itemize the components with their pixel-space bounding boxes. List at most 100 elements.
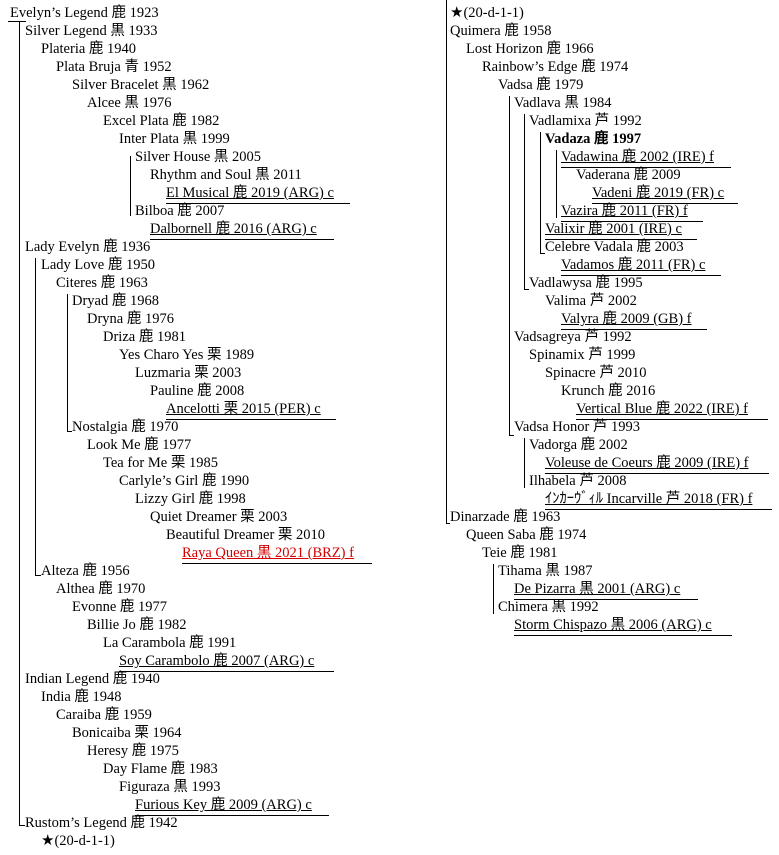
connector-line bbox=[540, 132, 541, 254]
pedigree-row: Dryad 鹿 1968 bbox=[72, 293, 159, 309]
pedigree-row: La Carambola 鹿 1991 bbox=[103, 635, 237, 651]
connector-line bbox=[493, 564, 494, 614]
star-icon: ★ bbox=[41, 833, 55, 849]
pedigree-row: Plata Bruja 青 1952 bbox=[56, 59, 172, 75]
connector-line bbox=[446, 523, 450, 524]
pedigree-row: Vadlamixa 芦 1992 bbox=[529, 113, 642, 129]
pedigree-row: Silver House 黒 2005 bbox=[135, 149, 262, 165]
pedigree-row: Figuraza 黒 1993 bbox=[119, 779, 221, 795]
pedigree-row: Pauline 鹿 2008 bbox=[150, 383, 245, 399]
pedigree-row: Bilboa 鹿 2007 bbox=[135, 203, 225, 219]
connector-line bbox=[8, 21, 26, 22]
pedigree-row: Rainbow’s Edge 鹿 1974 bbox=[482, 59, 629, 75]
connector-line bbox=[446, 0, 447, 524]
pedigree-row: Heresy 鹿 1975 bbox=[87, 743, 179, 759]
pedigree-row: Valixir 鹿 2001 (IRE) c bbox=[545, 221, 682, 237]
connector-line bbox=[556, 150, 557, 218]
connector-line bbox=[509, 435, 514, 436]
pedigree-row: Carlyle’s Girl 鹿 1990 bbox=[119, 473, 250, 489]
pedigree-row: Driza 鹿 1981 bbox=[103, 329, 186, 345]
pedigree-row: Krunch 鹿 2016 bbox=[561, 383, 656, 399]
pedigree-row: India 鹿 1948 bbox=[41, 689, 122, 705]
connector-line bbox=[135, 815, 329, 816]
pedigree-row: Dinarzade 鹿 1963 bbox=[450, 509, 561, 525]
pedigree-row: Tihama 黒 1987 bbox=[498, 563, 593, 579]
pedigree-row: Silver Legend 黒 1933 bbox=[25, 23, 158, 39]
pedigree-row: Rustom’s Legend 鹿 1942 bbox=[25, 815, 178, 831]
pedigree-row: Vadamos 鹿 2011 (FR) c bbox=[561, 257, 706, 273]
pedigree-row: Plateria 鹿 1940 bbox=[41, 41, 137, 57]
pedigree-row: Spinacre 芦 2010 bbox=[545, 365, 647, 381]
connector-line bbox=[524, 438, 525, 488]
pedigree-row: Spinamix 芦 1999 bbox=[529, 347, 636, 363]
pedigree-row: Billie Jo 鹿 1982 bbox=[87, 617, 187, 633]
pedigree-row: Althea 鹿 1970 bbox=[56, 581, 146, 597]
pedigree-row: Silver Bracelet 黒 1962 bbox=[72, 77, 210, 93]
connector-line bbox=[561, 167, 731, 168]
pedigree-row: Evonne 鹿 1977 bbox=[72, 599, 168, 615]
pedigree-row: Ancelotti 栗 2015 (PER) c bbox=[166, 401, 321, 417]
pedigree-row: Quiet Dreamer 栗 2003 bbox=[150, 509, 288, 525]
connector-line bbox=[561, 329, 707, 330]
connector-line bbox=[166, 203, 350, 204]
family-number: (20-d-1-1) bbox=[54, 833, 115, 849]
connector-line bbox=[561, 221, 703, 222]
pedigree-row: Chimera 黒 1992 bbox=[498, 599, 599, 615]
connector-line bbox=[561, 275, 721, 276]
pedigree-row: Lizzy Girl 鹿 1998 bbox=[135, 491, 246, 507]
pedigree-row: Rhythm and Soul 黒 2011 bbox=[150, 167, 302, 183]
connector-line bbox=[545, 473, 769, 474]
pedigree-row: Day Flame 鹿 1983 bbox=[103, 761, 218, 777]
pedigree-row: Vadsa Honor 芦 1993 bbox=[514, 419, 641, 435]
family-number: (20-d-1-1) bbox=[463, 5, 524, 21]
pedigree-row: Vadsa 鹿 1979 bbox=[498, 77, 584, 93]
connector-line bbox=[540, 253, 545, 254]
connector-line bbox=[130, 156, 131, 216]
pedigree-row: Dalbornell 鹿 2016 (ARG) c bbox=[150, 221, 317, 237]
pedigree-row: Vadlawysa 鹿 1995 bbox=[529, 275, 643, 291]
pedigree-row: Alcee 黒 1976 bbox=[87, 95, 172, 111]
connector-line bbox=[19, 825, 25, 826]
pedigree-row: Dryna 鹿 1976 bbox=[87, 311, 174, 327]
pedigree-row: Lost Horizon 鹿 1966 bbox=[466, 41, 594, 57]
pedigree-row: El Musical 鹿 2019 (ARG) c bbox=[166, 185, 334, 201]
pedigree-row: Tea for Me 栗 1985 bbox=[103, 455, 218, 471]
connector-line bbox=[514, 635, 732, 636]
pedigree-row: Yes Charo Yes 栗 1989 bbox=[119, 347, 255, 363]
pedigree-row: Raya Queen 黒 2021 (BRZ) f bbox=[182, 545, 354, 561]
connector-line bbox=[35, 258, 36, 576]
connector-line bbox=[514, 599, 698, 600]
connector-line bbox=[119, 671, 334, 672]
pedigree-row: Luzmaria 栗 2003 bbox=[135, 365, 242, 381]
pedigree-row: Storm Chispazo 黒 2006 (ARG) c bbox=[514, 617, 712, 633]
pedigree-row: De Pizarra 黒 2001 (ARG) c bbox=[514, 581, 681, 597]
connector-line bbox=[509, 96, 510, 436]
pedigree-row: ★(20-d-1-1) bbox=[450, 4, 524, 22]
pedigree-row: Quimera 鹿 1958 bbox=[450, 23, 552, 39]
star-icon: ★ bbox=[450, 5, 464, 21]
pedigree-row: Bonicaiba 栗 1964 bbox=[72, 725, 182, 741]
pedigree-row: Inter Plata 黒 1999 bbox=[119, 131, 230, 147]
pedigree-row: Soy Carambolo 鹿 2007 (ARG) c bbox=[119, 653, 315, 669]
connector-line bbox=[592, 203, 738, 204]
pedigree-row: Citeres 鹿 1963 bbox=[56, 275, 148, 291]
pedigree-row: Vadlava 黒 1984 bbox=[514, 95, 612, 111]
connector-line bbox=[150, 239, 334, 240]
connector-line bbox=[545, 509, 772, 510]
pedigree-row: Beautiful Dreamer 栗 2010 bbox=[166, 527, 326, 543]
pedigree-row: Vadaza 鹿 1997 bbox=[545, 131, 642, 147]
pedigree-row: ★(20-d-1-1) bbox=[41, 832, 115, 850]
connector-line bbox=[576, 419, 768, 420]
pedigree-row: Caraiba 鹿 1959 bbox=[56, 707, 152, 723]
pedigree-row: Queen Saba 鹿 1974 bbox=[466, 527, 587, 543]
pedigree-row: Valyra 鹿 2009 (GB) f bbox=[561, 311, 692, 327]
connector-line bbox=[67, 294, 68, 432]
pedigree-row: Vadeni 鹿 2019 (FR) c bbox=[592, 185, 725, 201]
pedigree-row: Vadawina 鹿 2002 (IRE) f bbox=[561, 149, 715, 165]
connector-line bbox=[67, 431, 72, 432]
connector-line bbox=[19, 22, 20, 826]
pedigree-row: Celebre Vadala 鹿 2003 bbox=[545, 239, 684, 255]
connector-line bbox=[166, 419, 336, 420]
connector-line bbox=[35, 575, 41, 576]
